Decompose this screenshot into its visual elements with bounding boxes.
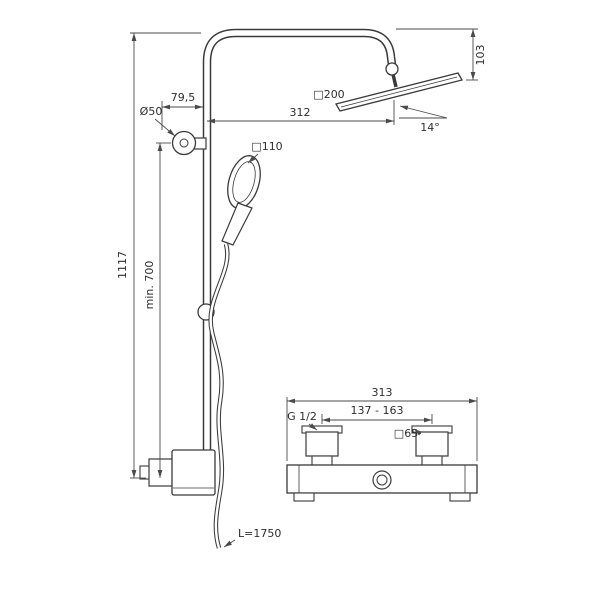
dim-head-angle [399, 105, 448, 119]
dim-mixer-width-label: 313 [372, 386, 393, 399]
diverter-button [376, 474, 388, 486]
hose-inner [209, 243, 229, 549]
dim-min-height [156, 142, 171, 478]
dim-bracket-label: Ø50 [140, 105, 163, 118]
dim-total-height [130, 32, 201, 479]
dim-total-height-label: 1117 [116, 251, 129, 279]
hand-shower [221, 155, 261, 246]
head-face-line [340, 76, 458, 108]
overhead-shower-head [335, 72, 463, 112]
angle-line [399, 105, 448, 119]
pipe-inner [204, 30, 395, 494]
dim-mixer-width [286, 397, 478, 461]
right-inlet-foot [449, 492, 471, 502]
dim-head-height [396, 28, 478, 81]
dim-reach-label: 312 [290, 106, 311, 119]
right-handle-body [415, 431, 449, 457]
wall-bracket [171, 130, 207, 156]
shower-hose [208, 243, 230, 549]
dim-reach [207, 100, 395, 125]
handshower-handle [221, 202, 253, 246]
bracket-leader-line [154, 118, 176, 137]
bracket-screw [179, 138, 189, 148]
handshower-leader-line [247, 153, 259, 164]
mixer-body-side [171, 449, 216, 496]
dim-offset-label: 79,5 [171, 91, 196, 104]
dim-inlet-centers [321, 414, 433, 424]
dim-inlet-centers-label: 137 - 163 [351, 404, 404, 417]
handshower-head [227, 155, 261, 209]
thread-leader-line [308, 423, 318, 431]
hose-leader-line [223, 539, 236, 548]
riser-pipe-and-arm [202, 28, 397, 494]
left-handle-body [305, 431, 339, 457]
dim-min-height-label: min. 700 [143, 261, 156, 310]
head-ball-joint [385, 62, 399, 76]
dim-thread-label: G 1/2 [287, 410, 317, 423]
left-inlet-foot [293, 492, 315, 502]
dim-handle-size-label: □65 [394, 427, 418, 440]
dim-head-height-label: 103 [474, 45, 487, 66]
thermostat-mixer-front-view [286, 425, 478, 502]
thermostat-mixer-side-view [139, 449, 216, 496]
dim-offset [161, 101, 203, 130]
dim-hose-length-label: L=1750 [238, 527, 281, 540]
mixer-handle-side [148, 458, 174, 487]
handle-leader-line [413, 428, 422, 436]
dim-head-size-label: □200 [313, 88, 344, 101]
dim-handshower-label: □110 [251, 140, 282, 153]
dim-head-angle-label: 14° [420, 121, 440, 134]
